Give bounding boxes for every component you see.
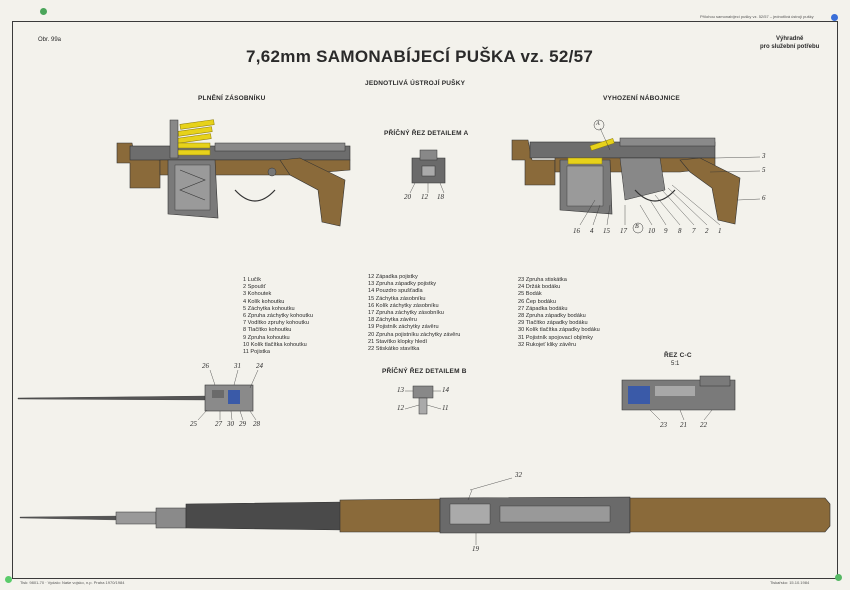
callout-ej-16: 16 — [573, 227, 580, 235]
callout-bay-29: 29 — [239, 420, 246, 428]
legend-item: 1 Lučík — [243, 277, 262, 283]
legend-item: 24 Držák bodáku — [518, 284, 561, 291]
callout-bay-28: 28 — [253, 420, 260, 428]
callout-ej-17: 17 — [620, 227, 627, 235]
callout-bay-27: 27 — [215, 420, 222, 428]
callout-cc-22: 22 — [700, 421, 707, 429]
legend-item: 19 Pojistník záchytky závěru — [368, 324, 439, 331]
pushpin-green-bottom-left — [5, 576, 12, 583]
detail-b-cross-section — [404, 385, 442, 415]
section-ejection-title: VYHOZENÍ NÁBOJNICE — [603, 95, 680, 102]
footer-date: Tiskařsko: 15.10.1984 — [770, 580, 810, 585]
legend-item: 4 Kolík kohoutku — [243, 298, 285, 305]
legend-item: 3 Kohoutek — [243, 291, 272, 298]
callout-ej-4: 4 — [590, 227, 594, 235]
page-title: 7,62mm SAMONABÍJECÍ PUŠKA vz. 52/57 — [246, 47, 594, 66]
legend-item: 15 Záchytka zásobníku — [368, 295, 426, 302]
callout-cc-21: 21 — [680, 421, 687, 429]
bayonet-detail-illustration — [17, 369, 259, 421]
legend-item: 30 Kolík tlačítka západky bodáku — [518, 327, 600, 334]
callout-a-20: 20 — [404, 193, 411, 201]
top-note: Přílohou samonabíjecí pušky vz. 52/57 – … — [700, 14, 814, 19]
legend-item: 2 Spoušť — [243, 284, 266, 291]
section-detail-a-title: PŘÍČNÝ ŘEZ DETAILEM A — [384, 130, 469, 137]
legend-item: 27 Západka bodáku — [518, 305, 568, 312]
detail-a-cross-section — [409, 149, 446, 194]
callout-rifle-32: 32 — [515, 471, 522, 479]
callout-b-12: 12 — [397, 404, 404, 412]
callout-ej-15: 15 — [603, 227, 610, 235]
poster-frame — [12, 21, 838, 579]
legend-item: 22 Stiskátko stavítka — [368, 346, 420, 353]
ejection-rifle-illustration — [511, 119, 761, 234]
figure-reference: Obr. 99a — [38, 37, 62, 43]
callout-b-11: 11 — [442, 404, 449, 412]
callout-bay-25: 25 — [190, 420, 197, 428]
callout-bay-24: 24 — [256, 362, 263, 370]
cut-cc-section — [621, 375, 736, 421]
callout-ej-7: 7 — [692, 227, 696, 235]
callout-ej-6: 6 — [762, 194, 766, 202]
callout-a-12: 12 — [421, 193, 428, 201]
section-loading-title: PLNĚNÍ ZÁSOBNÍKU — [198, 95, 266, 102]
callout-ej-9: 9 — [664, 227, 668, 235]
callout-rifle-19: 19 — [472, 545, 479, 553]
callout-b-14: 14 — [442, 386, 449, 394]
legend-item: 26 Čep bodáku — [518, 298, 556, 305]
callout-bay-30: 30 — [227, 420, 234, 428]
footer-print-info: Tisk: 9801-70 · Vydalo: Naše vojsko, n.p… — [20, 580, 125, 585]
legend-item: 23 Zpruha stiskátka — [518, 277, 567, 283]
legend-item: 6 Zpruha záchytky kohoutku — [243, 313, 313, 320]
legend-item: 25 Bodák — [518, 291, 542, 298]
legend-item: 29 Tlačítko západky bodáku — [518, 320, 588, 327]
legend-item: 28 Zpruha západky bodáku — [518, 313, 586, 320]
legend-item: 10 Kolík tlačítka kohoutku — [243, 341, 307, 348]
legend-item: 31 Pojistník spojovací objímky — [518, 334, 593, 341]
legend-item: 8 Tlačítko kohoutku — [243, 327, 292, 334]
loading-rifle-illustration — [116, 119, 351, 227]
callout-b-13: 13 — [397, 386, 404, 394]
pushpin-green-top-left — [40, 8, 47, 15]
legend-item: 17 Zpruha záchytky zásobníku — [368, 310, 444, 317]
callout-ej-5: 5 — [762, 166, 766, 174]
callout-ej-1: 1 — [718, 227, 722, 235]
legend-item: 5 Záchytka kohoutku — [243, 305, 295, 312]
legend-item: 32 Rukojeť kliky závěru — [518, 341, 577, 348]
callout-ej-2: 2 — [705, 227, 709, 235]
callout-ej-a: A — [596, 121, 600, 127]
legend-item: 18 Záchytka závěru — [368, 317, 417, 324]
legend-item: 13 Zpruha západky pojistky — [368, 281, 437, 288]
callout-ej-8: 8 — [678, 227, 682, 235]
legend-item: 11 Pojistka — [243, 349, 270, 356]
section-cut-cc-title: ŘEZ C-C — [664, 352, 692, 359]
page-subtitle: JEDNOTLIVÁ ÚSTROJÍ PUŠKY — [365, 80, 466, 87]
section-detail-b-title: PŘÍČNÝ ŘEZ DETAILEM B — [382, 368, 467, 375]
callout-a-18: 18 — [437, 193, 444, 201]
legend-item: 7 Vodítko zpruhy kohoutku — [243, 320, 309, 327]
section-cut-cc-scale: 5:1 — [671, 361, 680, 367]
callout-ej-b: B — [635, 224, 639, 230]
legend-item: 20 Zpruha pojistníku záchytky závěru — [368, 331, 461, 338]
callout-cc-23: 23 — [660, 421, 667, 429]
full-rifle-illustration — [19, 477, 831, 545]
legend-item: 16 Kolík záchytky zásobníku — [368, 302, 439, 309]
legend-item: 12 Západka pojistky — [368, 274, 418, 280]
legend-item: 9 Zpruha kohoutku — [243, 334, 290, 341]
pushpin-blue-top-right — [831, 14, 838, 21]
legend-item: 14 Pouzdro spušťadla — [368, 288, 423, 295]
callout-ej-10: 10 — [648, 227, 655, 235]
callout-bay-26: 26 — [202, 362, 209, 370]
restriction-note: Výhradně pro služební potřebu — [760, 36, 820, 50]
callout-ej-3: 3 — [762, 152, 766, 160]
pushpin-green-bottom-right — [835, 574, 842, 581]
legend-item: 21 Stavítko klopky hledí — [368, 338, 428, 345]
callout-bay-31: 31 — [234, 362, 241, 370]
